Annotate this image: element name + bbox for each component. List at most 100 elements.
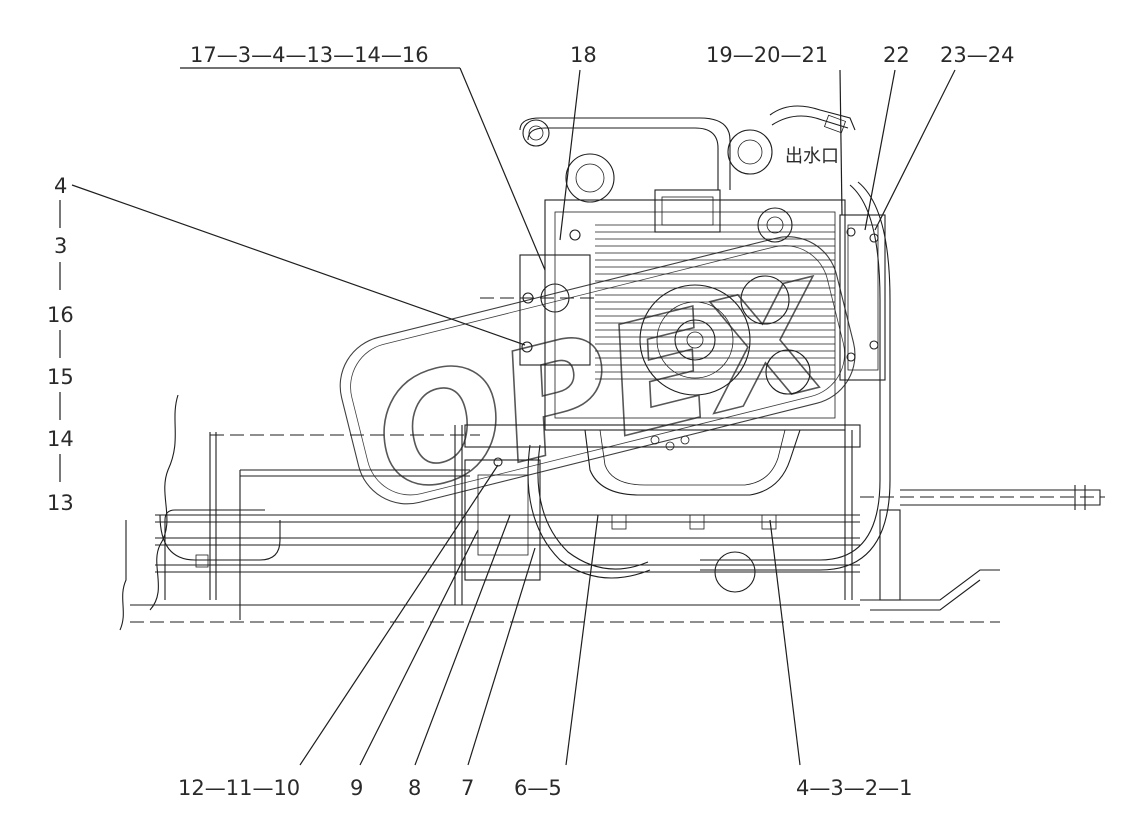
- leader-bottom-c: [769, 519, 801, 766]
- mount-bolt-3: [569, 229, 581, 241]
- leader-bottom-7: [467, 547, 536, 766]
- flywheel-hub: [674, 319, 716, 361]
- callout-top-c: 19—20—21: [706, 43, 828, 67]
- flywheel-center: [686, 331, 704, 349]
- exhaust-pipe: [519, 117, 731, 190]
- hose-clamp: [823, 114, 847, 134]
- pulley-top: [727, 129, 773, 175]
- beam-3: [155, 564, 860, 573]
- bolt-r4: [869, 340, 879, 350]
- bolt-r2: [869, 233, 879, 243]
- lower-bracket-inner: [477, 474, 529, 556]
- pan-bolt-1: [650, 435, 660, 445]
- pulley-mid-inner: [766, 216, 784, 234]
- right-plate-2: [870, 579, 981, 611]
- small-block-2: [761, 514, 777, 530]
- coolant-pipe: [700, 184, 881, 561]
- callout-left-5: 13: [47, 491, 74, 515]
- engine-block-inner: [554, 211, 836, 419]
- flywheel: [639, 284, 751, 396]
- leader-top-e: [874, 69, 956, 231]
- outlet-label: 出水口: [785, 146, 839, 167]
- callout-top-b: 18: [570, 43, 597, 67]
- callout-bottom-9: 9: [350, 776, 363, 800]
- mount-bolt-2: [521, 341, 533, 353]
- hose-top-right: [769, 105, 856, 131]
- engine-block: [544, 199, 846, 431]
- filter-box-inner: [661, 196, 714, 226]
- turbo-housing-inner: [575, 163, 605, 193]
- watermark: OPEX: [339, 236, 856, 530]
- leader-top-c: [839, 69, 843, 216]
- cap-top-left: [522, 119, 550, 147]
- rail-post-left: [209, 432, 217, 600]
- radiator-panel-inner: [847, 224, 879, 371]
- callout-left-2: 16: [47, 303, 74, 327]
- right-shaft-end: [1074, 485, 1086, 510]
- engine-assembly: [454, 105, 901, 605]
- left-mount-bracket: [519, 254, 591, 366]
- leader-bottom-b: [565, 514, 599, 766]
- small-block-1: [689, 514, 705, 530]
- callouts-left: 4 3 16 15 14 13: [47, 174, 74, 515]
- oil-pan: [584, 429, 801, 496]
- leader-bottom-a: [299, 464, 499, 766]
- callout-bottom-8: 8: [408, 776, 421, 800]
- break-line-left-2: [119, 520, 127, 631]
- leader-bottom-8: [414, 514, 511, 766]
- break-line-left: [149, 394, 179, 611]
- small-block-3: [611, 514, 627, 530]
- right-plate: [860, 569, 1000, 601]
- frame-rails: [119, 394, 1105, 631]
- drain-cap: [714, 551, 756, 593]
- left-pipe-bend-2: [164, 509, 265, 600]
- leader-left: [71, 184, 526, 346]
- callouts-bottom: 12—11—10 9 8 7 6—5 4—3—2—1: [178, 776, 912, 800]
- hose-top-right-2: [771, 115, 849, 129]
- hose-loop: [527, 444, 651, 579]
- pan-bolt-3: [680, 435, 690, 445]
- oil-pan-inner: [599, 429, 786, 486]
- callout-left-3: 15: [47, 365, 74, 389]
- callout-top-d: 22: [883, 43, 910, 67]
- pulley-mid: [757, 207, 793, 243]
- callout-bottom-a: 12—11—10: [178, 776, 300, 800]
- lower-bracket: [464, 459, 541, 581]
- pan-bolt-2: [665, 441, 675, 451]
- callout-left-0: 4: [54, 174, 67, 198]
- exhaust-pipe-inner: [527, 127, 719, 190]
- callout-bottom-b: 6—5: [514, 776, 562, 800]
- left-pipe-bend: [159, 514, 281, 561]
- right-bracket: [879, 509, 901, 601]
- coolant-pipe-2: [700, 181, 891, 571]
- pulley-right: [740, 275, 790, 325]
- callout-left-4: 14: [47, 427, 74, 451]
- rail-crossbar: [240, 469, 470, 477]
- pulley-top-inner: [737, 139, 763, 165]
- hose-loop-2: [537, 444, 649, 570]
- bolt-r3: [846, 352, 856, 362]
- flywheel-mid: [656, 301, 734, 379]
- leader-bottom-9: [359, 529, 479, 766]
- leader-top-a: [459, 67, 546, 271]
- cap-top-left-inner: [528, 125, 544, 141]
- turbo-housing: [565, 153, 615, 203]
- left-bolt: [195, 554, 209, 568]
- callout-left-1: 3: [54, 234, 67, 258]
- callout-top-a: 17—3—4—13—14—16: [190, 43, 429, 67]
- leader-top-b: [559, 69, 581, 241]
- callouts-top: 17—3—4—13—14—16 18 19—20—21 22 23—24: [190, 43, 1014, 67]
- beam-2: [155, 537, 860, 546]
- leader-lines: [71, 67, 956, 766]
- pulley-lower-right: [765, 349, 811, 395]
- crossmember: [464, 424, 861, 448]
- bolt-r1: [846, 227, 856, 237]
- leader-top-d: [864, 69, 896, 231]
- leg-right: [844, 430, 853, 600]
- filter-box: [654, 189, 721, 233]
- callout-top-e: 23—24: [940, 43, 1014, 67]
- callout-bottom-7: 7: [461, 776, 474, 800]
- callout-bottom-c: 4—3—2—1: [796, 776, 912, 800]
